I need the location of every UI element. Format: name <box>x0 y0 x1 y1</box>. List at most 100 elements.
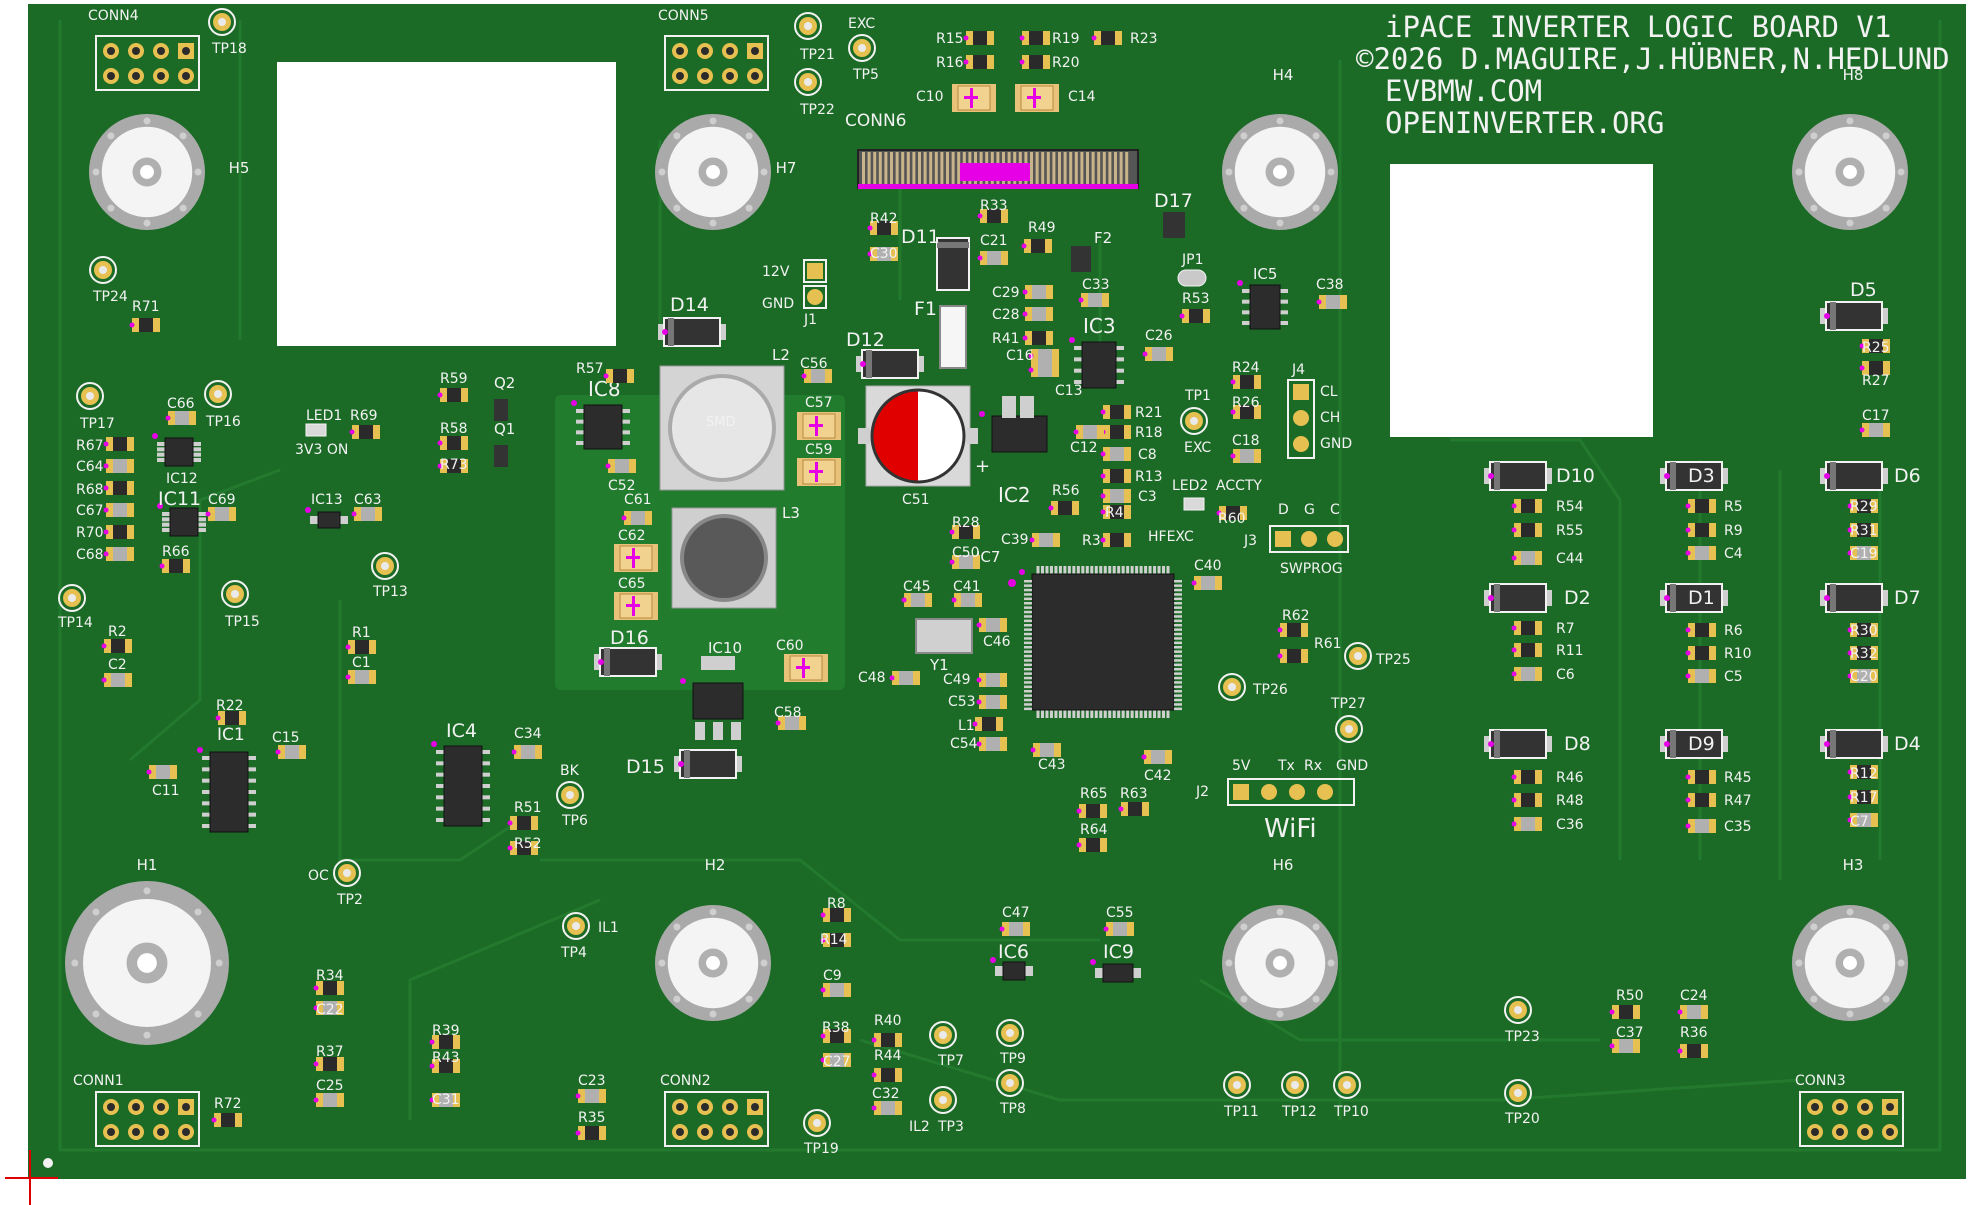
capacitor-label: C10 <box>916 89 944 105</box>
diode-label: D7 <box>1894 587 1921 609</box>
jumper-pad <box>1177 269 1207 287</box>
resistor-label: R66 <box>162 544 190 560</box>
ic-label: IC9 <box>1103 941 1134 963</box>
resistor-0805 <box>963 55 994 69</box>
diode-package <box>1820 301 1888 331</box>
test-point-label: TP19 <box>803 1141 839 1157</box>
capacitor-label: C68 <box>76 547 104 563</box>
resistor-0805 <box>429 1059 460 1073</box>
resistor-0805 <box>1847 646 1878 660</box>
test-point <box>1180 407 1208 435</box>
resistor-label: R9 <box>1724 523 1743 539</box>
cutout-right <box>1390 164 1653 437</box>
resistor-0805 <box>215 711 246 725</box>
capacitor-0805 <box>1685 546 1716 560</box>
resistor-label: R58 <box>440 421 468 437</box>
resistor-label: R54 <box>1556 499 1584 515</box>
diode-label: D17 <box>1154 190 1193 212</box>
capacitor-0805 <box>313 1093 344 1107</box>
resistor-0805 <box>1511 793 1542 807</box>
resistor-0805 <box>1847 790 1878 804</box>
capacitor-0805 <box>1685 669 1716 683</box>
net-label: GND <box>762 296 794 312</box>
resistor-0805 <box>1022 331 1053 345</box>
capacitor-label: C37 <box>1616 1025 1644 1041</box>
hole-label: H2 <box>705 856 726 874</box>
capacitor-0805 <box>1029 533 1060 547</box>
net-label: GND <box>1336 758 1368 774</box>
test-point <box>76 382 104 410</box>
resistor-label: R28 <box>952 515 980 531</box>
resistor-0805 <box>1511 643 1542 657</box>
test-point-label: TP24 <box>92 289 128 305</box>
capacitor-0805 <box>976 673 1007 687</box>
diode-package <box>1820 583 1888 613</box>
component-label: L2 <box>772 346 790 364</box>
resistor-0805 <box>313 981 344 995</box>
net-label: Tx <box>1277 758 1295 774</box>
resistor-label: R63 <box>1120 786 1148 802</box>
ic-package <box>157 503 206 537</box>
test-point <box>89 256 117 284</box>
resistor-0805 <box>1511 621 1542 635</box>
resistor-label: R10 <box>1724 646 1752 662</box>
hole-label: H1 <box>137 856 158 874</box>
resistor-0805 <box>1859 361 1890 375</box>
capacitor-0805 <box>775 716 806 730</box>
capacitor-label: C57 <box>805 395 833 411</box>
test-point <box>996 1069 1024 1097</box>
component-label: LED1 <box>306 408 342 424</box>
resistor-0805 <box>507 816 538 830</box>
resistor-0805 <box>103 437 134 451</box>
capacitor-0805 <box>1028 363 1059 377</box>
pin-header-2 <box>803 259 827 309</box>
resistor-label: R61 <box>1314 636 1342 652</box>
capacitor-label: C25 <box>316 1078 344 1094</box>
capacitor-label: C18 <box>1232 433 1260 449</box>
net-label: IL1 <box>598 920 619 936</box>
ic-label: IC10 <box>708 639 742 657</box>
diode-package <box>1660 461 1728 491</box>
diode-package <box>1484 583 1552 613</box>
capacitor-label: C28 <box>992 307 1020 323</box>
diode-label: D6 <box>1894 465 1921 487</box>
pin-header-4 <box>1227 778 1355 806</box>
resistor-0805 <box>1230 375 1261 389</box>
capacitor-label: C54 <box>950 736 978 752</box>
tantalum-capacitor <box>614 544 658 572</box>
resistor-label: R23 <box>1130 31 1158 47</box>
capacitor-label: C65 <box>618 576 646 592</box>
resistor-0805 <box>1847 765 1878 779</box>
ic-label: IC11 <box>158 488 201 510</box>
test-point-label: TP8 <box>999 1101 1026 1117</box>
transistor <box>494 445 508 467</box>
capacitor-label: C42 <box>1144 768 1172 784</box>
hole-label: H7 <box>776 159 797 177</box>
resistor-label: R8 <box>827 896 846 912</box>
resistor-0805 <box>1100 533 1131 547</box>
resistor-0805 <box>1100 469 1131 483</box>
resistor-label: R65 <box>1080 786 1108 802</box>
resistor-label: R47 <box>1724 793 1752 809</box>
resistor-0805 <box>1216 506 1247 520</box>
capacitor-0805 <box>1511 667 1542 681</box>
net-label: 5V <box>1232 758 1251 774</box>
resistor-label: L1 <box>958 718 975 734</box>
resistor-0805 <box>1076 804 1107 818</box>
capacitor-label: C47 <box>1002 905 1030 921</box>
net-label: Rx <box>1304 758 1322 774</box>
resistor-0805 <box>101 639 132 653</box>
test-point <box>996 1019 1024 1047</box>
test-point-label: TP12 <box>1281 1104 1317 1120</box>
resistor-0805 <box>159 559 190 573</box>
capacitor-0805 <box>103 547 134 561</box>
capacitor-label: C9 <box>823 968 842 984</box>
test-point <box>1223 1071 1251 1099</box>
capacitor-0805 <box>820 1053 851 1067</box>
resistor-label: R55 <box>1556 523 1584 539</box>
ic-label: IC7 <box>976 548 1000 566</box>
ic-package <box>1019 566 1175 718</box>
diode-label: D12 <box>846 329 885 351</box>
capacitor-0805 <box>1316 295 1347 309</box>
resistor-0805 <box>1847 523 1878 537</box>
